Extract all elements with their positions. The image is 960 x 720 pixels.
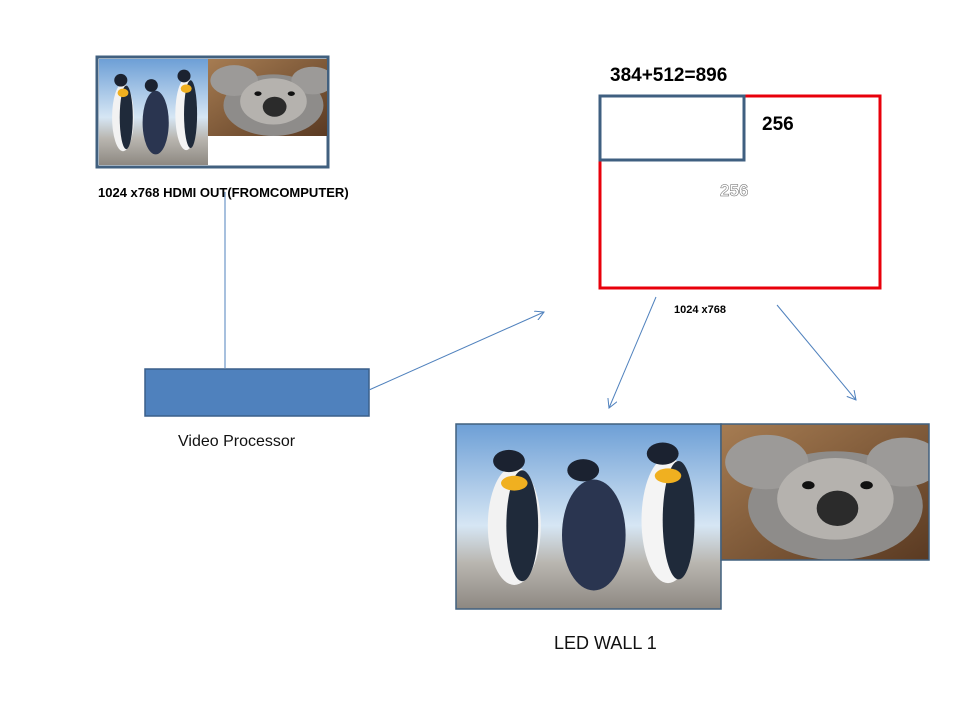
penguins-image — [456, 424, 721, 609]
source-label: 1024 x768 HDMI OUT(FROMCOMPUTER) — [98, 185, 349, 200]
arrow — [609, 296, 657, 408]
penguins-image — [99, 59, 208, 165]
arrow — [776, 304, 856, 400]
source-thumbnail — [95, 55, 330, 169]
led-wall — [455, 423, 930, 610]
resolution-label: 1024 x768 — [674, 304, 726, 316]
width-label: 384+512=896 — [610, 65, 728, 86]
koala-image — [208, 59, 327, 136]
processor-label: Video Processor — [178, 433, 296, 450]
video-processor-box — [144, 368, 370, 417]
height-label: 256 — [762, 114, 794, 135]
region-box — [598, 94, 746, 162]
led-wall-label: LED WALL 1 — [554, 633, 657, 653]
inner-label: 256 — [720, 181, 749, 201]
koala-image — [721, 424, 929, 560]
arrow — [368, 312, 544, 391]
